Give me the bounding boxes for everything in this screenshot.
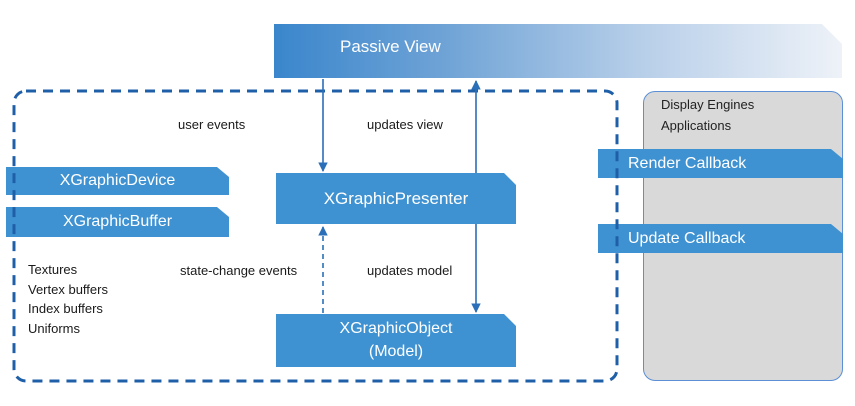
passive-view-label: Passive View (340, 37, 441, 56)
object-label: XGraphicObject (339, 320, 453, 338)
render-callback-label: Render Callback (628, 154, 747, 172)
xgraphicdevice-box: XGraphicDevice (6, 167, 229, 195)
render-callback-box: Render Callback (598, 149, 843, 178)
xgraphicbuffer-box: XGraphicBuffer (6, 207, 229, 237)
update-callback-label: Update Callback (628, 229, 746, 247)
resource-item-index-buffers: Index buffers (28, 301, 103, 316)
update-callback-box: Update Callback (598, 224, 843, 253)
resource-item-uniforms: Uniforms (28, 321, 81, 336)
xgraphicbuffer-label: XGraphicBuffer (62, 213, 173, 230)
state-change-events-label: state-change events (180, 263, 298, 278)
updates-model-label: updates model (367, 263, 453, 278)
applications-label: Applications (661, 118, 732, 133)
presenter-label: XGraphicPresenter (323, 188, 469, 208)
passive-view-banner (274, 24, 842, 78)
resource-item-vertex-buffers: Vertex buffers (28, 282, 108, 297)
system-boundary (12, 89, 619, 383)
resource-item-textures: Textures (28, 262, 78, 277)
user-events-label: user events (178, 117, 246, 132)
object-model-sublabel: (Model) (368, 342, 424, 360)
presenter-box: XGraphicPresenter (276, 173, 516, 224)
display-engines-label: Display Engines (661, 97, 755, 112)
xgraphicdevice-label: XGraphicDevice (59, 172, 176, 189)
object-model-box: XGraphicObject (Model) (276, 314, 516, 367)
updates-view-label: updates view (367, 117, 443, 132)
